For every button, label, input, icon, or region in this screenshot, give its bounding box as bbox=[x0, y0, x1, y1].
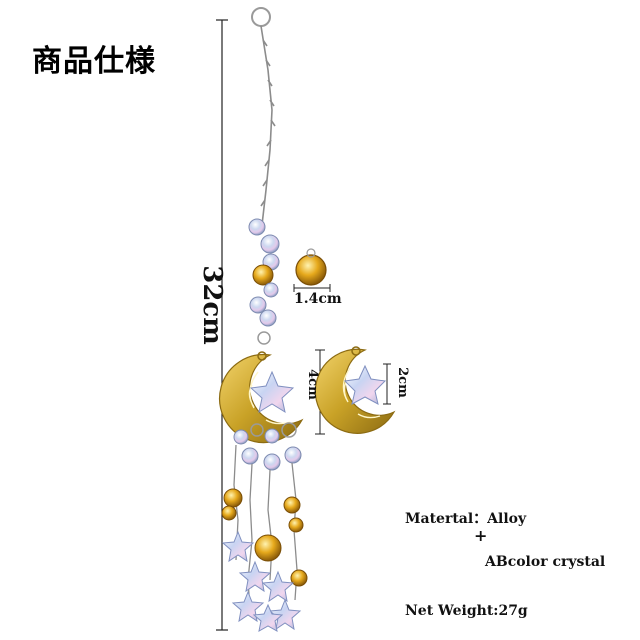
main-chain bbox=[260, 25, 276, 226]
material-label: Matertal：Alloy bbox=[405, 511, 527, 527]
bead-detail bbox=[293, 248, 331, 292]
spec-heading: 商品仕様 bbox=[32, 44, 156, 79]
upper-bead-strand bbox=[248, 218, 280, 345]
material-plus-sign: + bbox=[474, 526, 488, 545]
star-charms bbox=[221, 530, 302, 632]
length-label: 32cm bbox=[196, 265, 227, 345]
moon-height-label: 4cm bbox=[304, 369, 320, 400]
main-crescent-moon bbox=[219, 351, 304, 444]
lower-bead-row bbox=[233, 422, 302, 471]
star-height-line bbox=[383, 363, 391, 405]
star-height-label: 2cm bbox=[394, 367, 410, 398]
amber-beads bbox=[221, 488, 308, 587]
net-weight-label: Net Weight:27g bbox=[405, 603, 528, 619]
material-crystal-label: ABcolor crystal bbox=[485, 554, 606, 570]
hanging-ring bbox=[251, 7, 271, 27]
detail-crescent-moon bbox=[314, 346, 396, 434]
bead-size-label: 1.4cm bbox=[294, 291, 342, 307]
length-dimension-line bbox=[216, 19, 228, 631]
